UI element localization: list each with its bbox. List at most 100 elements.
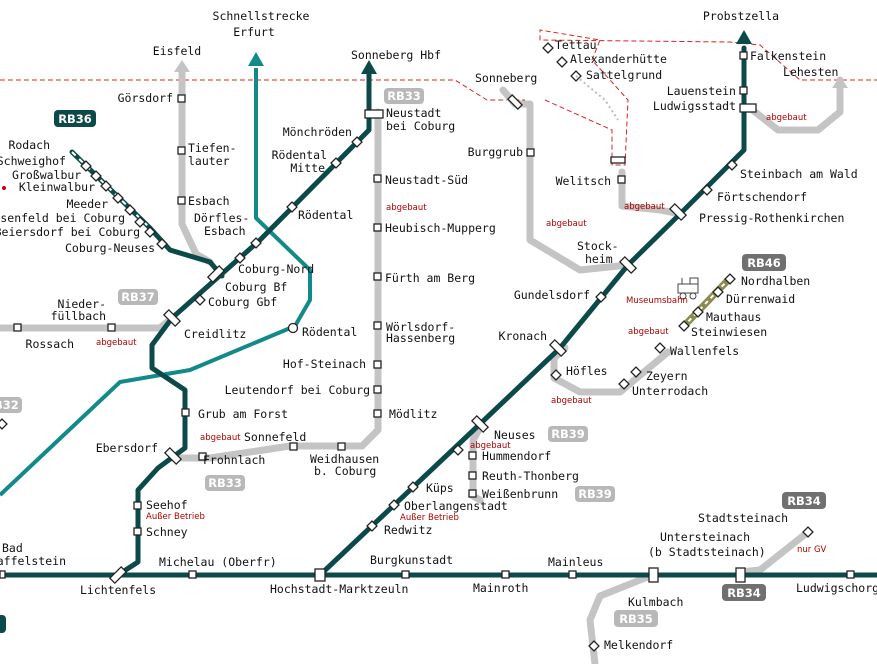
marker-beiersdorf[interactable] [144,226,156,238]
label-nordhalben[interactable]: Nordhalben [741,274,810,288]
label-stockheim-1[interactable]: Stock- [577,239,619,253]
marker-zeyern[interactable] [630,366,642,378]
label-tiefenlauter-1[interactable]: Tiefen- [188,141,236,155]
label-moenchroeden[interactable]: Mönchröden [283,125,352,139]
marker-coburg-bf[interactable] [206,264,226,284]
label-ludwigschorgast[interactable]: Ludwigschorgast [796,581,877,595]
marker-meeder[interactable] [124,204,136,216]
label-roedental-mitte-2[interactable]: Mitte [290,161,325,175]
marker-roessach[interactable] [13,323,22,332]
label-reuth[interactable]: Reuth-Thonberg [482,469,579,483]
label-kueps[interactable]: Küps [426,481,454,495]
label-neustadt-1[interactable]: Neustadt [386,106,441,120]
marker-esbach[interactable] [177,196,186,205]
marker-untersteinach[interactable] [735,567,746,583]
marker-neuses[interactable] [470,414,490,434]
marker-oberlangenstadt[interactable] [388,499,400,511]
label-lehesten[interactable]: Lehesten [783,65,838,79]
label-woerlsdorf-1[interactable]: Wörlsdorf- [386,320,455,334]
label-duerrenwaid[interactable]: Dürrenwaid [726,292,795,306]
label-gundelsdorf[interactable]: Gundelsdorf [514,288,590,302]
label-burgkunstadt[interactable]: Burgkunstadt [370,553,453,567]
marker-melkendorf[interactable] [588,640,600,652]
label-mainroth[interactable]: Mainroth [473,581,528,595]
marker-welitsch[interactable] [617,175,626,184]
marker-kronach[interactable] [548,338,568,358]
label-rodach[interactable]: Rodach [8,138,50,152]
marker-stockheim[interactable] [618,255,638,275]
label-hummendorf[interactable]: Hummendorf [482,449,551,463]
marker-foertschendorf[interactable] [701,184,713,196]
marker-heubisch[interactable] [373,223,382,232]
label-michelau[interactable]: Michelau (Oberfr) [159,555,277,569]
marker-grub[interactable] [181,408,190,417]
label-lauenstein[interactable]: Lauenstein [667,84,736,98]
marker-nordhalben[interactable] [724,273,736,285]
marker-alexanderhuette[interactable] [556,56,568,68]
marker-neustadt-sued[interactable] [373,174,382,183]
label-heubisch[interactable]: Heubisch-Mupperg [385,221,496,235]
label-alexanderhuette[interactable]: Alexanderhütte [570,52,667,66]
marker-redwitz[interactable] [366,520,378,532]
marker-schney[interactable] [133,527,142,536]
label-lichtenfels[interactable]: Lichtenfels [80,583,156,597]
marker-sonnefeld[interactable] [289,442,298,451]
label-wiesenfeld[interactable]: Wiesenfeld bei Coburg [0,211,125,225]
marker-kulmbach[interactable] [648,567,659,583]
marker-mauthaus[interactable] [692,306,704,318]
marker-grosswalbur[interactable] [100,180,112,192]
label-meeder[interactable]: Meeder [66,197,108,211]
marker-sonneberg[interactable] [507,94,523,110]
marker-burgkunstadt[interactable] [401,570,410,579]
marker-kueps[interactable] [407,481,419,493]
marker-neustadt[interactable] [364,109,384,119]
marker-lauenstein[interactable] [739,86,748,95]
marker-falkenstein[interactable] [739,51,748,60]
marker-hummendorf[interactable] [468,451,477,460]
label-pressig[interactable]: Pressig-Rothenkirchen [699,211,844,225]
label-kronach[interactable]: Kronach [499,329,547,343]
label-steinwiesen[interactable]: Steinwiesen [691,325,767,339]
label-mainleus[interactable]: Mainleus [548,555,603,569]
label-stadtsteinach[interactable]: Stadtsteinach [698,511,788,525]
label-seehof[interactable]: Seehof [146,498,188,512]
label-leutendorf[interactable]: Leutendorf bei Coburg [225,383,370,397]
marker-coburg-gbf[interactable] [194,294,206,306]
label-zeyern[interactable]: Zeyern [646,369,688,383]
label-unterrodach[interactable]: Unterrodach [632,384,708,398]
label-neuses[interactable]: Neuses [494,428,536,442]
label-falkenstein[interactable]: Falkenstein [750,49,826,63]
marker-unterrodach[interactable] [618,378,630,390]
marker-mainroth[interactable] [501,570,510,579]
marker-frohnlach[interactable] [198,452,207,461]
label-ludwigsstadt[interactable]: Ludwigsstadt [653,99,736,113]
marker-doerfles[interactable] [250,237,262,249]
marker-hochstadt[interactable] [314,568,326,582]
label-beiersdorf[interactable]: Beiersdorf bei Coburg [0,225,140,239]
label-creidlitz[interactable]: Creidlitz [184,327,246,341]
marker-gundelsdorf[interactable] [595,291,607,303]
label-bad-staffelstein-2[interactable]: Staffelstein [0,554,66,568]
label-fuerth[interactable]: Fürth am Berg [385,271,475,285]
marker-duerrenwaid[interactable] [712,286,724,298]
marker-moedlitz[interactable] [373,409,382,418]
marker-wallenfels[interactable] [654,342,666,354]
label-tiefenlauter-2[interactable]: lauter [188,154,230,168]
label-sattelgrund[interactable]: Sattelgrund [586,68,662,82]
label-coburg-neuses[interactable]: Coburg-Neuses [65,241,155,255]
marker-tiefenlauter[interactable] [177,146,186,155]
marker-seehof[interactable] [133,501,142,510]
label-oberlangenstadt[interactable]: Oberlangenstadt [404,499,508,513]
label-tettau[interactable]: Tettau [555,38,597,52]
label-goersdorf[interactable]: Görsdorf [118,91,173,105]
marker-pressig[interactable] [668,202,688,222]
marker-wiesenfeld[interactable] [134,216,146,228]
marker-niederfuellbach[interactable] [107,323,116,332]
label-schney[interactable]: Schney [146,525,188,539]
label-coburg-nord[interactable]: Coburg-Nord [238,262,314,276]
marker-steinwiesen[interactable] [678,320,690,332]
marker-hoefles[interactable] [550,369,562,381]
label-roedental-ost[interactable]: Rödental [302,325,357,339]
label-weidhausen-1[interactable]: Weidhausen [310,452,379,466]
label-doerfles-2[interactable]: Esbach [204,224,246,238]
